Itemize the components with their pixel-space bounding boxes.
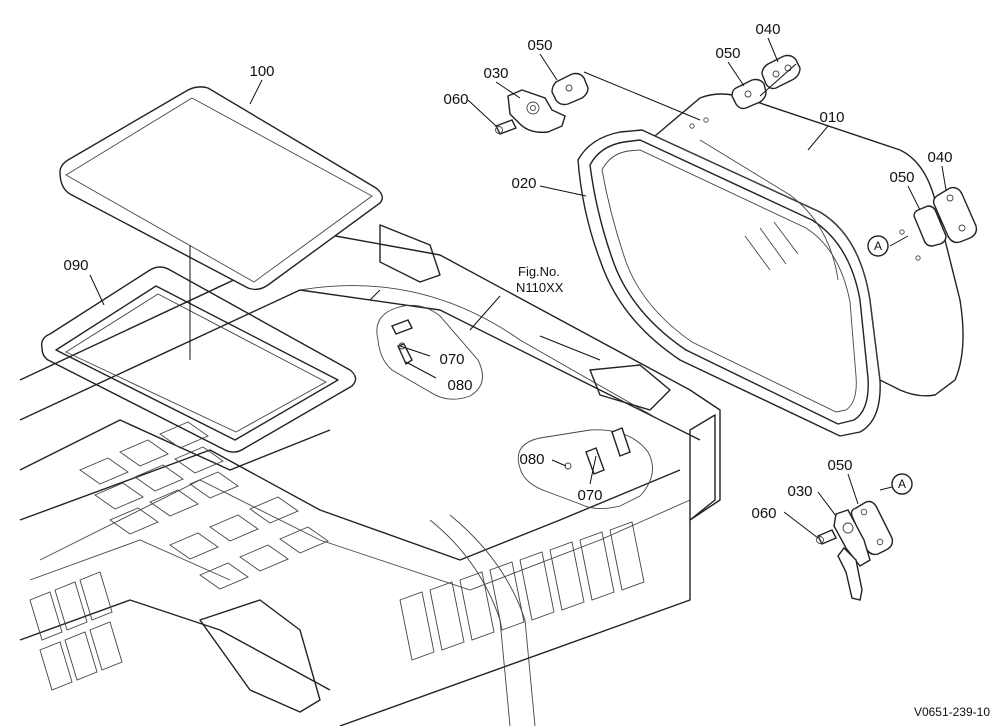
callout-080-upper: 080 — [447, 377, 472, 394]
rear-window-seal — [577, 129, 881, 437]
callout-030-bottom: 030 — [787, 483, 812, 500]
cab-frame — [19, 224, 721, 726]
latch-bottom — [816, 500, 894, 601]
callout-040-top: 040 — [755, 21, 780, 38]
hinge-right — [913, 186, 978, 247]
latch-top — [495, 72, 589, 135]
roof-bracket-rear — [379, 224, 441, 283]
callout-090: 090 — [63, 257, 88, 274]
roof-glass-inner-edge — [65, 97, 373, 283]
hinge-top — [731, 54, 801, 110]
callout-100: 100 — [249, 63, 274, 80]
pin-bolt-upper — [376, 304, 483, 400]
callout-050-top-a: 050 — [527, 37, 552, 54]
callout-050-right: 050 — [889, 169, 914, 186]
leader-lines — [89, 37, 947, 539]
callout-020: 020 — [511, 175, 536, 192]
rear-window-glass — [653, 93, 964, 397]
part-callouts: 100 090 050 030 060 050 040 010 020 050 … — [63, 21, 952, 522]
frame-grid-openings — [29, 421, 645, 691]
ref-a-bottom: A — [891, 473, 913, 495]
callout-060-bottom: 060 — [751, 505, 776, 522]
svg-text:A: A — [898, 477, 906, 491]
rear-pipe — [429, 519, 511, 726]
svg-text:A: A — [874, 239, 882, 253]
roof-seal-frame — [40, 266, 357, 453]
glass-reflection — [744, 221, 799, 271]
callout-040-right: 040 — [927, 149, 952, 166]
callout-080-lower: 080 — [519, 451, 544, 468]
fig-no-code: N110XX — [516, 280, 564, 295]
drawing-code: V0651-239-10 — [914, 705, 990, 719]
callout-070-upper: 070 — [439, 351, 464, 368]
front-pillar-bracket — [199, 599, 321, 713]
fig-no-label: Fig.No. — [518, 264, 560, 279]
callout-050-bottom: 050 — [827, 457, 852, 474]
callout-070-lower: 070 — [577, 487, 602, 504]
ref-a-right: A — [867, 235, 889, 257]
roof-bracket-right — [589, 364, 671, 411]
callout-010: 010 — [819, 109, 844, 126]
callout-030-top: 030 — [483, 65, 508, 82]
roof-glass-panel — [59, 86, 383, 291]
callout-050-top-b: 050 — [715, 45, 740, 62]
side-pillar — [689, 414, 716, 521]
callout-060-top: 060 — [443, 91, 468, 108]
